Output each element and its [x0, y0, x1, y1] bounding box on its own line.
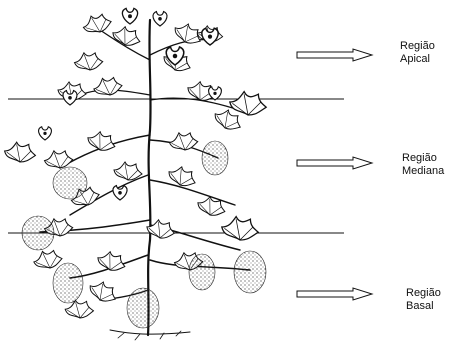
apical-arrow: [297, 49, 372, 61]
region-label-apical: Região Apical: [400, 40, 435, 66]
basal-arrow: [297, 288, 372, 300]
region-arrows: [297, 49, 372, 300]
mediana-arrow: [297, 157, 372, 169]
region-label-basal: Região Basal: [406, 287, 441, 313]
region-label-mediana: Região Mediana: [402, 152, 444, 178]
